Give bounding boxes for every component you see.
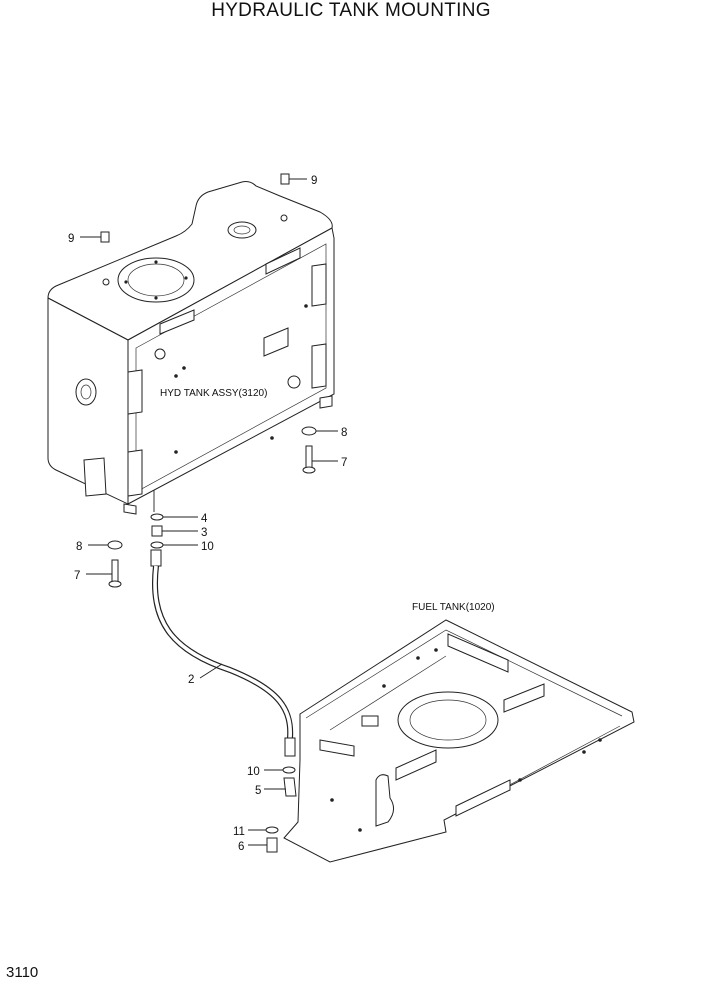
hyd-tank-label: HYD TANK ASSY(3120) [160, 388, 267, 399]
page-title: HYDRAULIC TANK MOUNTING [211, 0, 491, 21]
callout-8: 8 [341, 427, 347, 439]
callout-3: 3 [201, 527, 207, 539]
callout-8: 8 [76, 541, 82, 553]
callout-2: 2 [188, 674, 194, 686]
callout-10: 10 [201, 541, 214, 553]
plug-9-right [280, 173, 307, 185]
bolt-7-right [305, 445, 313, 469]
oring-10-bottom [282, 766, 296, 774]
callout-4: 4 [201, 513, 208, 525]
fuel-tank [283, 619, 635, 863]
callout-7: 7 [341, 457, 347, 469]
callout-9: 9 [68, 233, 74, 245]
plug-9-left [80, 231, 110, 243]
oring-11 [265, 826, 279, 834]
page-number: 3110 [6, 964, 39, 981]
fuel-tank-label: FUEL TANK(1020) [412, 602, 495, 613]
elbow-5 [283, 777, 297, 797]
washer-8-left [107, 540, 123, 550]
callout-6: 6 [238, 841, 244, 853]
callout-7: 7 [74, 570, 80, 582]
hydraulic-tank [47, 181, 335, 515]
hose-2 [150, 549, 296, 757]
plug-6 [266, 837, 278, 853]
callout-5: 5 [255, 785, 261, 797]
oring-10-top [150, 541, 164, 549]
bolt-7-left [111, 559, 119, 583]
callout-9: 9 [311, 175, 317, 187]
oring-4 [150, 513, 164, 521]
callout-10: 10 [247, 766, 260, 778]
adapter-3 [151, 525, 163, 537]
callout-11: 11 [233, 826, 245, 838]
washer-8-right [301, 426, 317, 436]
